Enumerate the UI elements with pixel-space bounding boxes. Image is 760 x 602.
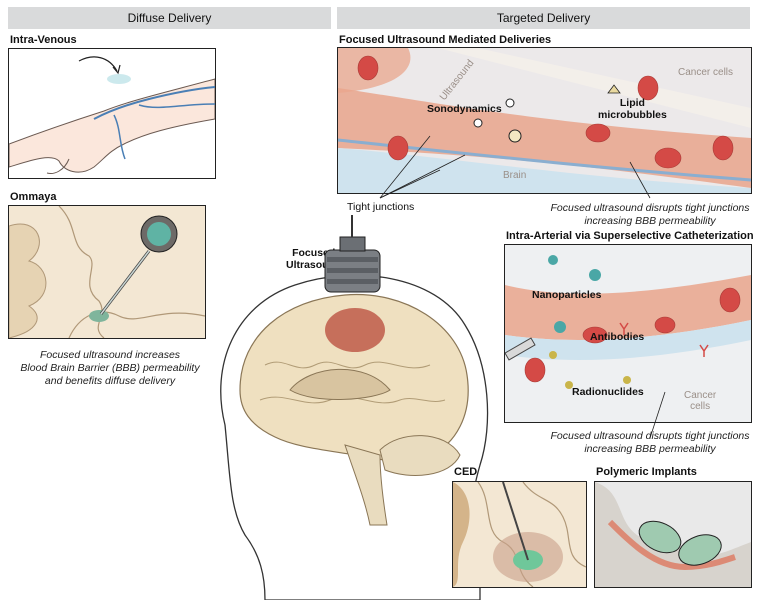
ia-caption-line: increasing BBB permeability (584, 443, 716, 455)
ia-cancer-cells-label: Cancer cells (684, 390, 716, 412)
ommaya-panel (8, 205, 206, 339)
ommaya-title: Ommaya (10, 191, 57, 203)
fus-illustration (338, 48, 751, 193)
arm-illustration (9, 56, 215, 174)
brainstem (344, 444, 388, 526)
fus-caption-line: Focused ultrasound disrupts tight juncti… (550, 202, 750, 214)
ced-illustration (453, 482, 586, 587)
ia-caption-pointer (649, 391, 666, 439)
ia-illustration (505, 255, 751, 389)
implant-wafer (678, 534, 722, 566)
ia-nanoparticles-label: Nanoparticles (532, 289, 602, 301)
fus-lipid-label-line: Lipid (619, 97, 645, 109)
targeted-delivery-header: Targeted Delivery (337, 7, 750, 29)
implant-wafer (638, 520, 682, 554)
diffuse-delivery-header: Diffuse Delivery (8, 7, 331, 29)
fus-brain-label: Brain (503, 170, 527, 181)
ommaya-caption-line: Blood Brain Barrier (BBB) permeability (20, 362, 200, 374)
ia-panel-title: Intra-Arterial via Superselective Cathet… (506, 230, 754, 242)
fus-panel-title: Focused Ultrasound Mediated Deliveries (339, 34, 552, 46)
ia-radionuclides-label: Radionuclides (572, 386, 644, 398)
fus-caption-line: increasing BBB permeability (584, 215, 716, 227)
fus-lipid-label-line: microbubbles (598, 109, 667, 121)
diffuse-delivery-header-label: Diffuse Delivery (127, 11, 212, 25)
ced-panel (452, 481, 587, 588)
implants-panel (594, 481, 752, 588)
ia-antibodies-label: Antibodies (590, 331, 645, 343)
ommaya-caption-line: Focused ultrasound increases (39, 349, 181, 361)
ommaya-illustration (9, 206, 205, 338)
fus-cancer-cells-label: Cancer cells (678, 67, 734, 78)
ommaya-caption-line: and benefits diffuse delivery (44, 375, 176, 387)
ia-caption: Focused ultrasound disrupts tight juncti… (545, 430, 755, 456)
fus-panel (337, 47, 752, 194)
fus-sonodynamics-label: Sonodynamics (427, 103, 502, 115)
implants-title: Polymeric Implants (596, 466, 697, 478)
intra-venous-panel (8, 48, 216, 179)
brain-illustration (220, 215, 489, 600)
tumor-region (325, 308, 385, 352)
targeted-delivery-header-label: Targeted Delivery (496, 11, 591, 25)
ia-cancer-cells-label-line: Cancer (684, 390, 717, 401)
implants-illustration (595, 482, 751, 587)
ced-title: CED (454, 466, 478, 478)
fus-caption: Focused ultrasound disrupts tight juncti… (545, 202, 755, 228)
ia-cancer-cells-label-line: cells (690, 401, 711, 412)
intra-venous-title: Intra-Venous (10, 34, 77, 46)
ia-panel (504, 244, 752, 423)
ia-caption-line: Focused ultrasound disrupts tight juncti… (550, 430, 750, 442)
tight-junctions-label: Tight junctions (347, 201, 415, 213)
fus-caption-pointer (629, 161, 651, 199)
tight-junction-arrows (379, 135, 466, 199)
ommaya-caption: Focused ultrasound increases Blood Brain… (6, 349, 214, 388)
fus-lipid-label: Lipid microbubbles (598, 97, 667, 121)
cerebellum (379, 435, 461, 476)
